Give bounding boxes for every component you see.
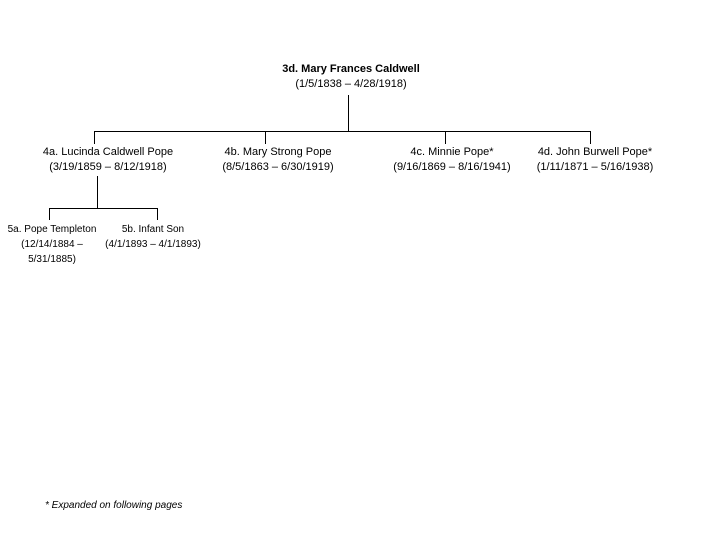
person-name: 4a. Lucinda Caldwell Pope bbox=[42, 146, 174, 158]
connector-gen5-bar bbox=[49, 208, 158, 220]
expanded-footnote: * Expanded on following pages bbox=[45, 500, 183, 511]
person-dates: (1/5/1838 – 4/28/1918) bbox=[295, 78, 407, 90]
person-name: 3d. Mary Frances Caldwell bbox=[282, 63, 420, 75]
person-dates: (1/11/1871 – 5/16/1938) bbox=[536, 161, 654, 173]
person-dates: (4/1/1893 – 4/1/1893) bbox=[105, 239, 201, 250]
person-name: 5a. Pope Templeton bbox=[7, 224, 97, 235]
person-dates: (8/5/1863 – 6/30/1919) bbox=[222, 161, 334, 173]
person-dates: (12/14/1884 – 5/31/1885) bbox=[21, 239, 83, 265]
connector-gen4-bar bbox=[94, 131, 591, 144]
person-dates: (3/19/1859 – 8/12/1918) bbox=[49, 161, 167, 173]
node-4a-lucinda-caldwell-pope: 4a. Lucinda Caldwell Pope (3/19/1859 – 8… bbox=[43, 145, 173, 175]
node-5b-infant-son: 5b. Infant Son (4/1/1893 – 4/1/1893) bbox=[105, 222, 201, 252]
person-name: 4c. Minnie Pope* bbox=[410, 146, 494, 158]
node-4b-mary-strong-pope: 4b. Mary Strong Pope (8/5/1863 – 6/30/19… bbox=[222, 145, 333, 175]
node-root-mary-frances-caldwell: 3d. Mary Frances Caldwell (1/5/1838 – 4/… bbox=[282, 62, 420, 92]
person-name: 4d. John Burwell Pope* bbox=[537, 146, 653, 158]
person-name: 5b. Infant Son bbox=[121, 224, 185, 235]
person-dates: (9/16/1869 – 8/16/1941) bbox=[393, 161, 511, 173]
node-5a-pope-templeton: 5a. Pope Templeton (12/14/1884 – 5/31/18… bbox=[8, 222, 97, 267]
node-4c-minnie-pope: 4c. Minnie Pope* (9/16/1869 – 8/16/1941) bbox=[393, 145, 510, 175]
node-4d-john-burwell-pope: 4d. John Burwell Pope* (1/11/1871 – 5/16… bbox=[537, 145, 654, 175]
person-name: 4b. Mary Strong Pope bbox=[224, 146, 332, 158]
